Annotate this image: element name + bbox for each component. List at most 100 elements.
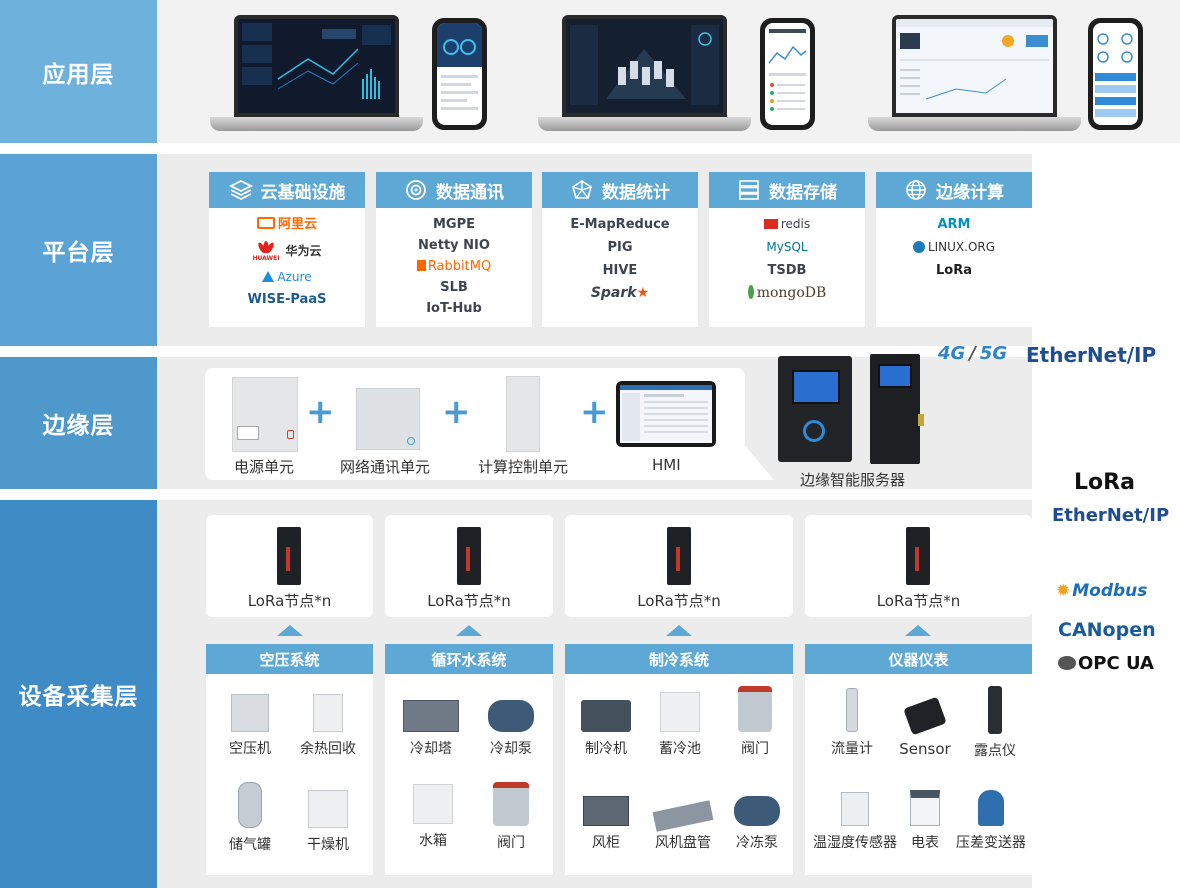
logo-lora-small: LoRa <box>936 263 972 278</box>
laptop-base <box>538 117 751 131</box>
platform-card-cloud: 云基础设施 阿里云 HUAWEI 华为云 Azure WI <box>209 172 365 327</box>
item-hive: HIVE <box>602 263 638 278</box>
up-arrow-icon <box>456 625 482 636</box>
device-valve: 阀门 <box>483 782 539 852</box>
platform-card-header: 云基础设施 <box>209 172 365 208</box>
callout-pointer <box>740 440 774 480</box>
air-tank-icon <box>238 782 262 828</box>
linux-icon <box>912 241 925 253</box>
heat-recovery-icon <box>313 694 343 732</box>
platform-card-header: 数据通讯 <box>376 172 532 208</box>
phone-app-2 <box>760 18 815 130</box>
up-arrow-icon <box>277 625 303 636</box>
layer-label-application: 应用层 <box>0 0 157 143</box>
power-logo-icon <box>287 430 294 439</box>
device-cold-storage-pool: 蓄冷池 <box>651 692 709 758</box>
compute-unit-image <box>506 376 540 452</box>
item-tsdb: TSDB <box>767 263 807 278</box>
lora-node-card-2: LoRa节点*n <box>385 515 553 617</box>
platform-card-list: ARM LINUX.ORG LoRa <box>876 208 1032 279</box>
cooling-tower-icon <box>403 700 459 732</box>
platform-card-edge-computing: 边缘计算 ARM LINUX.ORG LoRa <box>876 172 1032 327</box>
platform-card-list: 阿里云 HUAWEI 华为云 Azure WISE-PaaS <box>209 208 365 308</box>
platform-card-title: 数据通讯 <box>436 182 504 203</box>
platform-card-header: 边缘计算 <box>876 172 1032 208</box>
phone-graphics <box>1095 33 1136 117</box>
logo-spark: Spark★ <box>590 285 650 301</box>
plus-icon-3: + <box>580 392 609 432</box>
platform-card-list: MGPE Netty NIO RabbitMQ SLB IoT-Hub <box>376 208 532 317</box>
phone-app-3 <box>1088 18 1143 130</box>
network-icon <box>572 180 592 199</box>
phone-screen <box>1093 23 1138 125</box>
item-emapreduce: E-MapReduce <box>570 217 670 232</box>
logo-azure: Azure <box>262 269 312 286</box>
device-valve-2: 阀门 <box>727 686 783 758</box>
laptop-dashboard-3 <box>868 15 1081 131</box>
platform-card-title: 云基础设施 <box>260 182 346 203</box>
device-chilled-water-pump: 冷冻泵 <box>729 796 785 852</box>
server-ring-icon <box>803 420 825 442</box>
lora-node-card-3: LoRa节点*n <box>565 515 793 617</box>
server-screen <box>878 364 912 388</box>
protocol-lora: LoRa <box>1074 470 1135 495</box>
globe-icon <box>906 180 926 200</box>
item-netty: Netty NIO <box>418 238 490 253</box>
system-card-header: 循环水系统 <box>385 644 553 674</box>
device-flow-meter: 流量计 <box>823 688 881 758</box>
lora-node-cabinet-icon <box>277 527 301 585</box>
rabbitmq-icon <box>416 260 426 271</box>
platform-card-title: 数据统计 <box>602 182 670 203</box>
edge-caption-power: 电源单元 <box>234 458 295 476</box>
device-dew-point-meter: 露点仪 <box>965 686 1025 760</box>
logo-mongodb: mongoDB <box>747 285 826 302</box>
protocol-canopen: CANopen <box>1058 619 1156 641</box>
edge-caption-compute: 计算控制单元 <box>478 458 569 476</box>
platform-card-title: 边缘计算 <box>936 182 1004 203</box>
device-chiller: 制冷机 <box>577 700 635 758</box>
dashboard-screen <box>234 15 399 117</box>
system-card-refrigeration: 制冷系统 制冷机 蓄冷池 阀门 风柜 风机盘管 冷冻泵 <box>565 644 793 875</box>
system-card-instruments: 仪器仪表 流量计 Sensor 露点仪 温湿度传感器 电表 压差变送器 <box>805 644 1032 875</box>
logo-linux-org: LINUX.ORG <box>912 239 995 256</box>
laptop-dashboard-1 <box>210 15 423 131</box>
logo-redis: redis <box>763 216 810 233</box>
sensor-icon <box>903 696 947 736</box>
system-card-circulating-water: 循环水系统 冷却塔 冷却泵 水箱 阀门 <box>385 644 553 875</box>
platform-card-header: 数据存储 <box>709 172 865 208</box>
device-air-compressor: 空压机 <box>222 694 278 758</box>
edge-server-cabinet-2 <box>870 354 924 464</box>
device-air-tank: 储气罐 <box>222 782 278 854</box>
flow-meter-icon <box>846 688 858 732</box>
lora-node-label: LoRa节点*n <box>876 592 961 610</box>
phone-graphics <box>437 23 482 110</box>
platform-card-title: 数据存储 <box>769 182 837 203</box>
network-unit-image <box>356 388 420 450</box>
device-sensor: Sensor <box>895 696 955 758</box>
plus-icon-2: + <box>442 392 471 432</box>
phone-app-1 <box>432 18 487 130</box>
phone-graphics <box>768 29 807 111</box>
air-compressor-icon <box>231 694 269 732</box>
laptop-dashboard-2 <box>538 15 751 131</box>
protocol-modbus: ✹Modbus <box>1056 581 1148 601</box>
huawei-logo-mark: HUAWEI <box>252 240 280 262</box>
hmi-tablet-image <box>616 381 716 447</box>
phone-screen <box>437 23 482 125</box>
temp-humidity-sensor-icon <box>841 792 869 826</box>
water-tank-icon <box>413 784 453 824</box>
logo-mysql: MySQL <box>766 240 808 254</box>
server-screen <box>792 370 840 404</box>
air-cabinet-icon <box>583 796 629 826</box>
logo-aliyun: 阿里云 <box>256 216 317 233</box>
dashboard-graphics <box>896 19 1053 100</box>
signal-icon <box>406 180 426 200</box>
protocol-4g5g: 4G/5G <box>938 343 1008 364</box>
valve-icon <box>493 782 529 826</box>
pressure-transmitter-icon <box>978 790 1004 826</box>
platform-card-list: E-MapReduce PIG HIVE Spark★ <box>542 208 698 302</box>
lora-node-label: LoRa节点*n <box>427 592 511 610</box>
dashboard-graphics <box>242 23 391 99</box>
device-air-cabinet: 风柜 <box>577 796 635 852</box>
